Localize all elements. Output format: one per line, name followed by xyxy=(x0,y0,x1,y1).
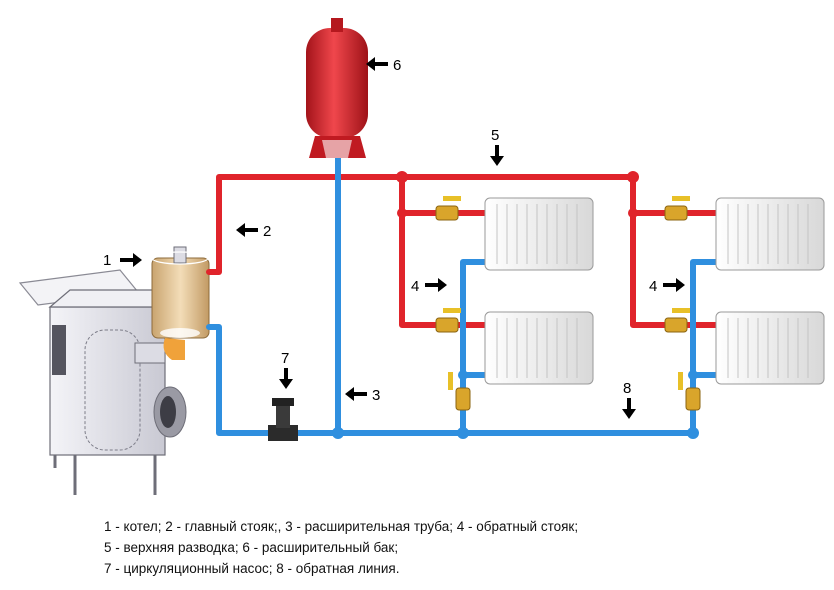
heating-scheme-diagram: 1 2 3 4 4 5 6 7 8 xyxy=(18,18,825,495)
label-expansion-pipe: 3 xyxy=(372,387,380,404)
label-main-riser: 2 xyxy=(263,223,271,240)
label-circulation-pump: 7 xyxy=(281,350,289,367)
radiator-lower-left xyxy=(484,311,594,385)
label-expansion-tank: 6 xyxy=(393,57,401,74)
expansion-tank xyxy=(306,18,368,158)
label-upper-distribution: 5 xyxy=(491,127,499,144)
label-return-line: 8 xyxy=(623,380,631,397)
label-return-riser-right: 4 xyxy=(649,278,657,295)
callout-arrows xyxy=(120,57,685,419)
circulation-pump xyxy=(268,398,298,441)
radiator-upper-left xyxy=(484,197,594,271)
boiler-heat-exchanger xyxy=(151,246,210,360)
return-line-pipe xyxy=(206,324,696,436)
right-supply-drop xyxy=(630,174,668,328)
left-supply-drop xyxy=(399,174,441,328)
label-boiler: 1 xyxy=(103,252,111,269)
radiator-lower-right xyxy=(715,311,825,385)
main-riser-pipe xyxy=(206,174,636,275)
radiator-upper-right xyxy=(715,197,825,271)
radiator-valves xyxy=(435,196,701,411)
legend: 1 - котел; 2 - главный стояк;, 3 - расши… xyxy=(104,516,824,579)
legend-line-1: 1 - котел; 2 - главный стояк;, 3 - расши… xyxy=(104,519,579,534)
legend-line-2: 5 - верхняя разводка; 6 - расширительный… xyxy=(104,540,399,555)
pipe-junctions xyxy=(332,171,699,439)
legend-line-3: 7 - циркуляционный насос; 8 - обратная л… xyxy=(104,561,400,576)
label-return-riser-left: 4 xyxy=(411,278,419,295)
boiler xyxy=(18,269,187,495)
